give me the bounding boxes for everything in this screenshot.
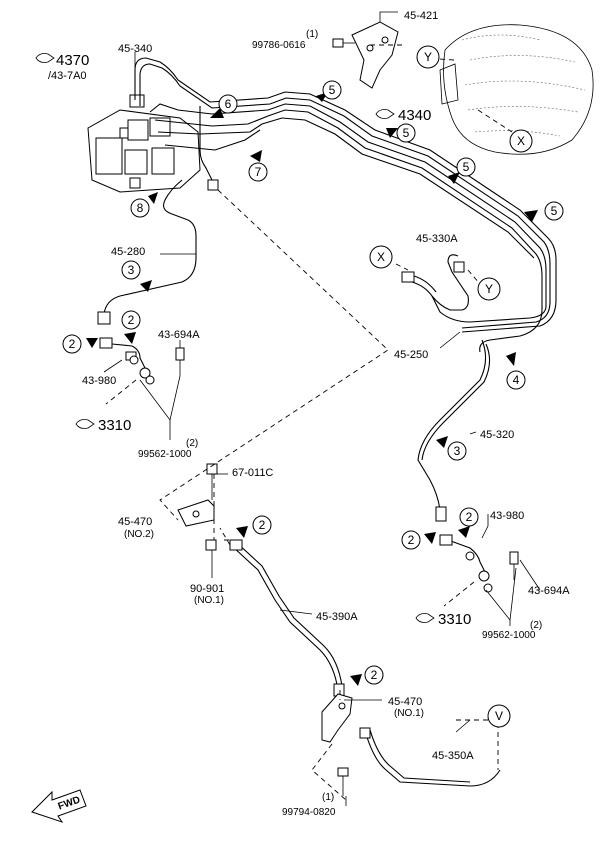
line-45-330A bbox=[401, 254, 469, 311]
svg-text:5: 5 bbox=[463, 160, 470, 174]
label-43-980-right: 43-980 bbox=[490, 510, 524, 522]
svg-text:2: 2 bbox=[259, 518, 266, 532]
label-no2: (NO.2) bbox=[124, 529, 154, 540]
fwd-arrow-icon: FWD bbox=[31, 789, 87, 823]
bolt-99786-0616 bbox=[332, 38, 355, 48]
callout-4: 4 bbox=[506, 370, 526, 390]
callout-v: V bbox=[487, 704, 511, 728]
bracket-45-470-no2 bbox=[177, 463, 218, 551]
svg-text:X: X bbox=[517, 134, 525, 148]
callout-y-mid: Y bbox=[477, 277, 501, 301]
callout-3-left: 3 bbox=[121, 260, 141, 280]
svg-text:5: 5 bbox=[329, 83, 336, 97]
callout-5b: 5 bbox=[396, 123, 416, 143]
callout-6: 6 bbox=[218, 94, 238, 114]
callout-5c: 5 bbox=[456, 157, 476, 177]
label-99562-1000-right: 99562-1000 bbox=[482, 630, 536, 641]
ref-3310-right: 3310 bbox=[415, 611, 471, 628]
svg-text:2: 2 bbox=[371, 668, 378, 682]
bracket-45-421 bbox=[351, 11, 399, 89]
brake-lines-front bbox=[97, 57, 557, 353]
right-caliper-parts bbox=[439, 534, 519, 593]
label-45-470-no2: 45-470 bbox=[118, 516, 152, 528]
svg-text:Y: Y bbox=[485, 282, 493, 296]
label-leaders bbox=[103, 52, 541, 806]
callout-2-right-b: 2 bbox=[459, 507, 479, 527]
label-99562-1000-left: 99562-1000 bbox=[138, 449, 192, 460]
label-no1: (NO.1) bbox=[394, 708, 424, 719]
svg-text:3: 3 bbox=[454, 444, 461, 458]
label-45-350A: 45-350A bbox=[432, 750, 474, 762]
label-99562-qty-left: (2) bbox=[186, 438, 198, 449]
callout-2-left-a: 2 bbox=[62, 334, 82, 354]
brake-booster bbox=[439, 24, 594, 155]
label-45-280: 45-280 bbox=[111, 246, 145, 258]
callout-2-left-b: 2 bbox=[121, 310, 141, 330]
label-43-694A-right: 43-694A bbox=[528, 585, 570, 597]
svg-text:5: 5 bbox=[403, 126, 410, 140]
svg-text:2: 2 bbox=[69, 337, 76, 351]
label-99786-0616: 99786-0616 bbox=[252, 40, 306, 51]
svg-text:2: 2 bbox=[408, 533, 415, 547]
label-45-330A: 45-330A bbox=[416, 233, 458, 245]
svg-text:V: V bbox=[495, 709, 503, 723]
line-45-350A bbox=[359, 727, 501, 787]
callout-2-right-a: 2 bbox=[401, 530, 421, 550]
svg-text:6: 6 bbox=[225, 97, 232, 111]
label-45-340: 45-340 bbox=[118, 43, 152, 55]
label-67-011C: 67-011C bbox=[232, 467, 273, 479]
svg-text:2: 2 bbox=[128, 313, 135, 327]
label-90-901: 90-901 bbox=[190, 583, 224, 595]
svg-text:7: 7 bbox=[255, 165, 262, 179]
left-caliper-parts bbox=[99, 337, 185, 385]
svg-text:3310: 3310 bbox=[438, 611, 471, 628]
svg-text:5: 5 bbox=[551, 204, 558, 218]
ref-4370: 4370 bbox=[35, 52, 89, 69]
callout-8: 8 bbox=[130, 198, 150, 218]
label-99786-qty: (1) bbox=[306, 29, 318, 40]
ref-3310-left: 3310 bbox=[75, 417, 131, 434]
label-45-390A: 45-390A bbox=[316, 611, 358, 623]
svg-text:8: 8 bbox=[137, 201, 144, 215]
label-99794-qty: (1) bbox=[322, 792, 334, 803]
label-43-980-left: 43-980 bbox=[82, 375, 116, 387]
label-45-470-no1: 45-470 bbox=[388, 696, 422, 708]
label-43-694A-left: 43-694A bbox=[158, 329, 200, 341]
callout-2-lower: 2 bbox=[364, 665, 384, 685]
hydraulic-unit bbox=[87, 94, 201, 193]
callout-5d: 5 bbox=[544, 201, 564, 221]
label-45-250: 45-250 bbox=[394, 349, 428, 361]
label-99794-0820: 99794-0820 bbox=[282, 807, 336, 818]
svg-text:2: 2 bbox=[466, 510, 473, 524]
label-45-320: 45-320 bbox=[480, 429, 514, 441]
svg-text:X: X bbox=[377, 250, 385, 264]
callout-2-mid: 2 bbox=[252, 515, 272, 535]
callout-3-right: 3 bbox=[447, 441, 467, 461]
line-45-320 bbox=[417, 339, 491, 522]
callout-7: 7 bbox=[248, 162, 268, 182]
callout-y-top: Y bbox=[416, 45, 440, 69]
callout-x-mid: X bbox=[369, 245, 393, 269]
ref-4340: 4340 bbox=[375, 107, 431, 124]
label-99562-qty-right: (2) bbox=[530, 620, 542, 631]
svg-text:3: 3 bbox=[128, 263, 135, 277]
label-90-901-no1: (NO.1) bbox=[194, 595, 224, 606]
label-43-7A0: /43-7A0 bbox=[48, 70, 87, 82]
callout-5a: 5 bbox=[322, 80, 342, 100]
pointer-arrows bbox=[86, 92, 538, 686]
bolt-99794-0820 bbox=[337, 767, 349, 796]
svg-text:Y: Y bbox=[424, 50, 432, 64]
callout-x-top: X bbox=[509, 129, 533, 153]
svg-text:4370: 4370 bbox=[56, 52, 89, 69]
label-45-421: 45-421 bbox=[404, 10, 438, 22]
svg-text:4340: 4340 bbox=[398, 107, 431, 124]
svg-text:4: 4 bbox=[513, 373, 520, 387]
bracket-45-470-no1 bbox=[321, 693, 353, 743]
svg-text:3310: 3310 bbox=[98, 417, 131, 434]
